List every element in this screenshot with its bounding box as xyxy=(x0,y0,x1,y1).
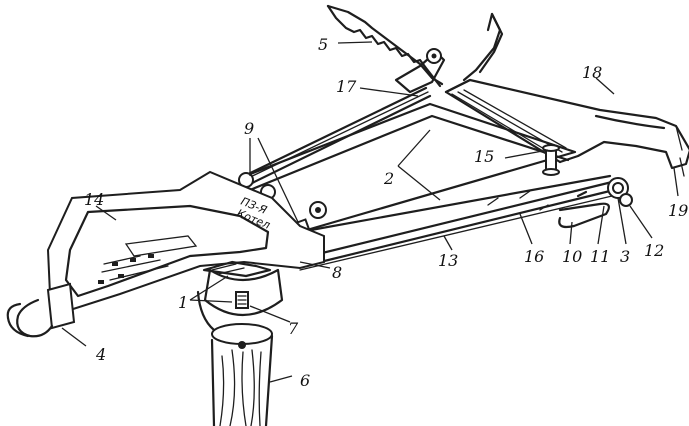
lever-18 xyxy=(444,78,689,177)
main-frame xyxy=(238,102,612,234)
callout-3: 3 xyxy=(620,247,630,266)
bolt-15 xyxy=(542,144,560,176)
callout-14: 14 xyxy=(84,190,104,209)
hook-jaw xyxy=(394,12,504,94)
pole-socket xyxy=(196,268,284,332)
callout-5: 5 xyxy=(318,35,328,54)
lower-rod xyxy=(299,180,616,271)
callout-2: 2 xyxy=(383,169,394,188)
callout-8: 8 xyxy=(332,263,342,282)
callout-6: 6 xyxy=(300,371,310,390)
upper-rod xyxy=(238,86,432,188)
pivot-nut xyxy=(607,177,633,207)
callout-9: 9 xyxy=(244,119,254,138)
callout-17: 17 xyxy=(336,77,357,96)
callout-16: 16 xyxy=(524,247,544,266)
callout-12: 12 xyxy=(644,241,664,260)
callout-15: 15 xyxy=(474,147,494,166)
head-plate: ПЗ-Я Котел xyxy=(46,170,325,312)
callout-labels: 5 17 18 9 15 2 19 14 13 16 10 11 3 12 8 … xyxy=(84,35,688,390)
rod-links xyxy=(487,190,549,211)
serrated-blade xyxy=(326,4,444,88)
callout-11: 11 xyxy=(590,247,610,266)
callout-13: 13 xyxy=(438,251,458,270)
callout-7: 7 xyxy=(288,319,299,338)
tightening-screws xyxy=(238,172,327,240)
callout-19: 19 xyxy=(668,201,688,220)
callout-4: 4 xyxy=(95,345,106,364)
callout-10: 10 xyxy=(562,247,582,266)
spring-clip xyxy=(558,190,610,229)
callout-18: 18 xyxy=(582,63,602,82)
end-cap xyxy=(6,282,76,338)
leader-lines xyxy=(61,41,679,383)
callout-1: 1 xyxy=(178,293,188,312)
wooden-pole xyxy=(210,323,274,426)
